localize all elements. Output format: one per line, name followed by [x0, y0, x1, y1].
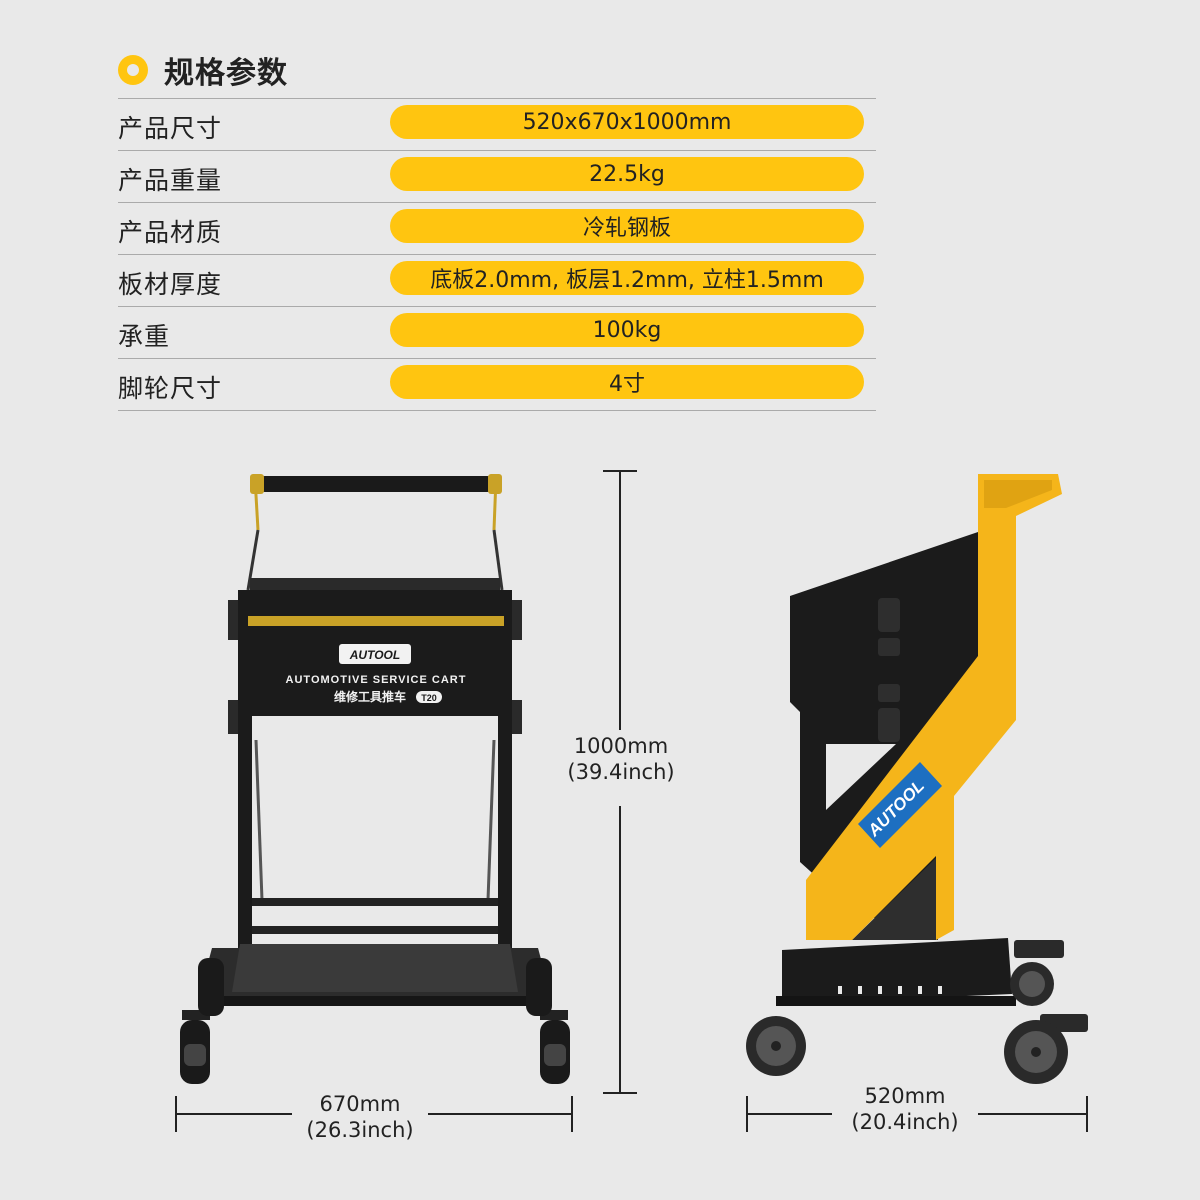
spec-table: 产品尺寸 520x670x1000mm 产品重量 22.5kg 产品材质 冷轧钢…	[118, 98, 876, 411]
drawer-accent-strip	[248, 616, 504, 626]
spec-label: 板材厚度	[118, 270, 223, 299]
height-dimension-label: 1000mm (39.4inch)	[556, 733, 686, 785]
side-view-cart: AUTOOL	[746, 474, 1088, 1084]
spec-label: 产品尺寸	[118, 114, 223, 143]
spec-value: 冷轧钢板	[390, 209, 864, 243]
spec-value: 4寸	[390, 365, 864, 399]
section-header: 规格参数	[118, 52, 288, 91]
spec-row: 产品尺寸 520x670x1000mm	[118, 99, 876, 151]
depth-value: 520mm	[864, 1084, 946, 1108]
spec-value: 底板2.0mm, 板层1.2mm, 立柱1.5mm	[390, 261, 864, 295]
spec-label: 脚轮尺寸	[118, 374, 223, 403]
front-view-cart: AUTOOL AUTOMOTIVE SERVICE CART 维修工具推车 T2…	[180, 474, 570, 1084]
height-value: 1000mm	[573, 734, 669, 758]
product-name-cn: 维修工具推车	[334, 689, 406, 704]
spec-row: 产品材质 冷轧钢板	[118, 203, 876, 255]
section-title: 规格参数	[164, 56, 288, 91]
width-dimension-line	[175, 1096, 573, 1132]
spec-label: 承重	[118, 322, 171, 351]
side-wheels	[746, 962, 1068, 1084]
width-value: 670mm	[319, 1092, 401, 1116]
height-dimension-line	[603, 470, 637, 1094]
depth-inch: (20.4inch)	[851, 1110, 959, 1134]
spec-value: 22.5kg	[390, 157, 864, 191]
spec-row: 脚轮尺寸 4寸	[118, 359, 876, 411]
spec-row: 板材厚度 底板2.0mm, 板层1.2mm, 立柱1.5mm	[118, 255, 876, 307]
front-wheels	[180, 958, 570, 1084]
bullet-circle-icon	[118, 55, 148, 85]
spec-value: 100kg	[390, 313, 864, 347]
width-dimension-label: 670mm (26.3inch)	[292, 1091, 428, 1143]
height-inch: (39.4inch)	[567, 760, 675, 784]
spec-label: 产品材质	[118, 218, 223, 247]
depth-dimension-line	[746, 1096, 1088, 1132]
width-inch: (26.3inch)	[306, 1118, 414, 1142]
spec-value: 520x670x1000mm	[390, 105, 864, 139]
depth-dimension-label: 520mm (20.4inch)	[832, 1083, 978, 1135]
spec-row: 承重 100kg	[118, 307, 876, 359]
handle	[246, 474, 504, 591]
brand-logo: AUTOOL	[349, 648, 400, 662]
brand-badge: AUTOOL	[339, 644, 411, 664]
spec-label: 产品重量	[118, 166, 223, 195]
spec-row: 产品重量 22.5kg	[118, 151, 876, 203]
side-base	[782, 938, 1012, 1004]
product-name-en: AUTOMOTIVE SERVICE CART	[286, 674, 467, 686]
model-badge: T20	[421, 693, 437, 703]
